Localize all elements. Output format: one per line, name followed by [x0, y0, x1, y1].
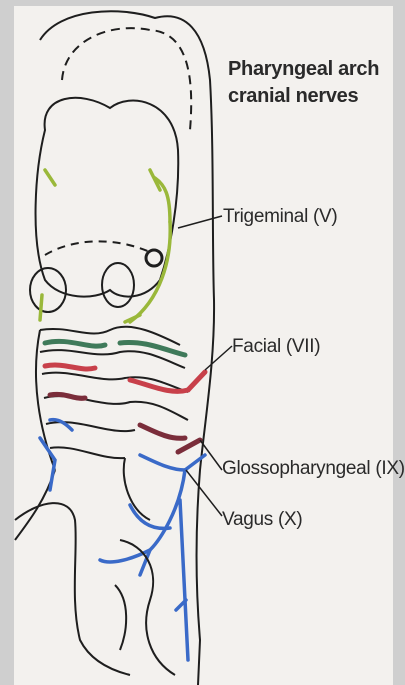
- lower-body-outline: [15, 503, 175, 675]
- title-line-1: Pharyngeal arch: [228, 56, 398, 83]
- otic-pit: [146, 250, 162, 266]
- title-line-2: cranial nerves: [228, 83, 398, 110]
- right-eye: [102, 263, 134, 307]
- diagram-title: Pharyngeal arch cranial nerves: [228, 56, 398, 110]
- label-facial: Facial (VII): [232, 336, 320, 358]
- label-trigeminal: Trigeminal (V): [223, 206, 337, 228]
- head-dashed-contour: [62, 28, 191, 130]
- label-glossopharyngeal: Glossopharyngeal (IX): [222, 458, 405, 480]
- embryo-outline: [40, 11, 214, 685]
- dashed-line: [45, 241, 150, 255]
- label-vagus: Vagus (X): [222, 509, 302, 531]
- left-eye: [30, 268, 66, 312]
